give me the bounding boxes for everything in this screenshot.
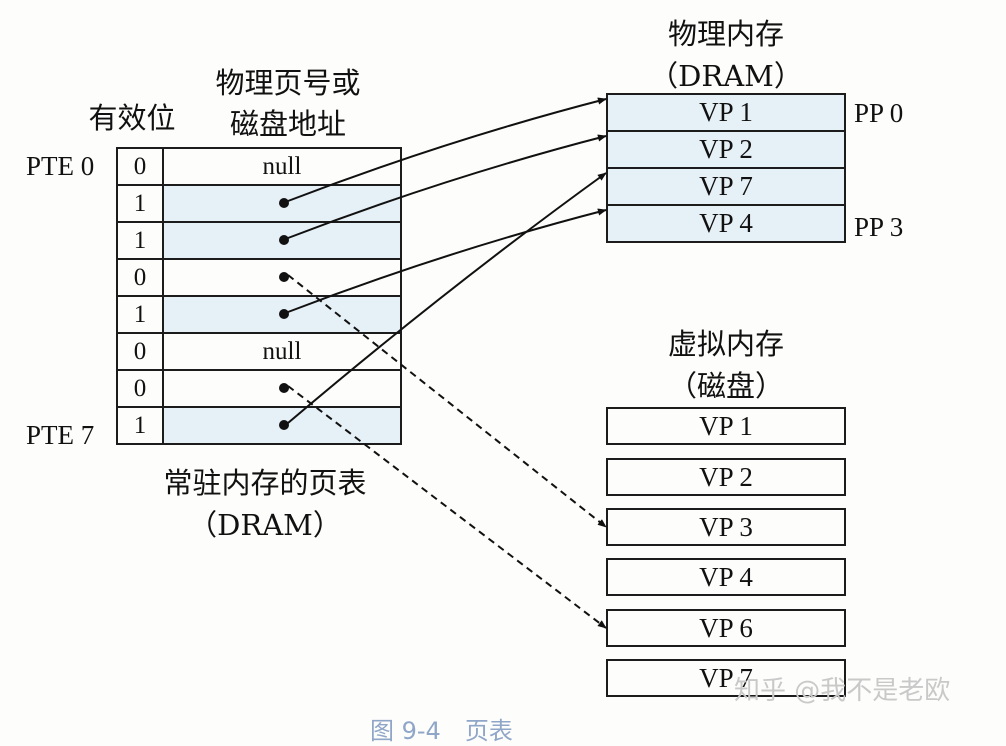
pte-pointer-dot bbox=[279, 309, 289, 319]
virtual-page: VP 1 bbox=[606, 407, 846, 445]
valid-bit-header: 有效位 bbox=[88, 101, 176, 135]
mapping-arrow-disk bbox=[287, 274, 607, 528]
mapping-arrow-physical bbox=[287, 172, 607, 424]
pp-0-label: PP 0 bbox=[854, 98, 904, 128]
pte-pointer-dot bbox=[279, 383, 289, 393]
figure-caption: 图 9-4 页表 bbox=[370, 717, 513, 745]
page-table-caption-line1: 常驻内存的页表 bbox=[163, 466, 367, 500]
physical-memory-title-line2: （DRAM） bbox=[649, 59, 803, 93]
mapping-arrows bbox=[279, 97, 607, 629]
physical-page: VP 4 bbox=[606, 204, 846, 243]
pte-pointer-dot bbox=[279, 420, 289, 430]
virtual-page: VP 4 bbox=[606, 558, 846, 596]
watermark: 知乎 @我不是老欧 bbox=[734, 676, 951, 706]
mapping-arrow-physical bbox=[287, 97, 607, 202]
pte-pointer-dot bbox=[279, 235, 289, 245]
mapping-arrow-disk bbox=[287, 385, 607, 629]
pte-pointer-dot bbox=[279, 272, 289, 282]
virtual-page: VP 6 bbox=[606, 609, 846, 647]
pte-0-label: PTE 0 bbox=[26, 151, 95, 181]
virtual-page: VP 3 bbox=[606, 508, 846, 546]
pte-7-label: PTE 7 bbox=[26, 420, 95, 450]
ppn-header-line1: 物理页号或 bbox=[215, 66, 361, 100]
ppn-header-line2: 磁盘地址 bbox=[229, 107, 346, 141]
virtual-memory-title-line2: （磁盘） bbox=[667, 369, 784, 403]
mapping-arrow-physical bbox=[287, 134, 607, 239]
pp-3-label: PP 3 bbox=[854, 212, 904, 242]
physical-memory-title-line1: 物理内存 bbox=[667, 17, 784, 51]
virtual-page: VP 2 bbox=[606, 458, 846, 496]
virtual-page: VP 7 bbox=[606, 659, 846, 697]
pte-pointer-dot bbox=[279, 198, 289, 208]
virtual-memory-title-line1: 虚拟内存 bbox=[667, 327, 784, 361]
mapping-arrow-physical bbox=[287, 208, 607, 313]
page-table-caption-line2: （DRAM） bbox=[188, 508, 342, 542]
